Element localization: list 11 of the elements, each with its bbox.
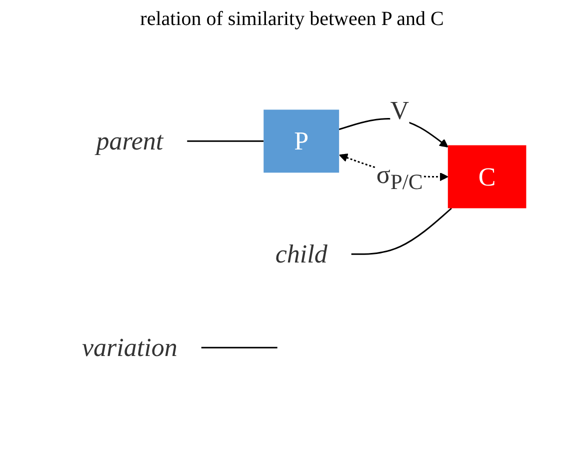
diagram-title: relation of similarity between P and C [139,8,445,31]
node-text: parent [96,126,164,156]
node-box: C [448,145,526,208]
node-text: child [275,240,328,269]
leader-line [351,208,452,255]
edge-label: σ$_{P/C}$ [376,160,423,194]
leader-line [187,140,264,142]
edge-label: V [390,96,409,125]
node-text: variation [82,333,178,362]
node-box: P [264,110,339,173]
leader-line [201,346,278,348]
